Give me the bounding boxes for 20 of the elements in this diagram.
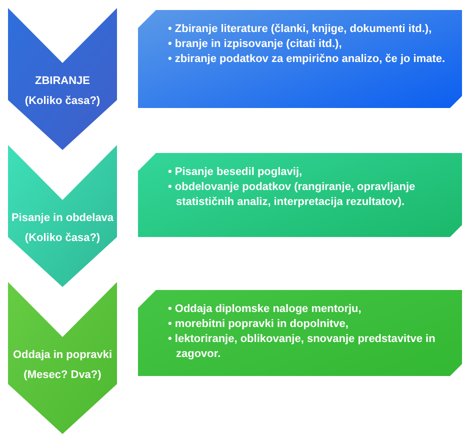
- task-text: • branje in izpisovanje (citati itd.),: [168, 37, 343, 52]
- step-label: ZBIRANJE: [34, 75, 90, 89]
- task-text: • zbiranje podatkov za empirično analizo, če jo imate.: [168, 52, 446, 67]
- task-text: • lektoriranje, oblikovanje, snovanje predstavitve in zagovor.: [168, 332, 436, 362]
- task-text: • Oddaja diplomske naloge mentorju,: [168, 302, 362, 317]
- step-label: Oddaja in popravki: [12, 349, 112, 363]
- task-text: • Zbiranje literature (članki, knjige, dokumenti itd.),: [168, 22, 433, 37]
- task-card: [138, 153, 462, 237]
- chevron-shape: [8, 145, 117, 287]
- task-card: [138, 10, 462, 108]
- task-text: • Pisanje besedil poglavij,: [168, 165, 304, 180]
- chevron-shape: [8, 8, 117, 150]
- step-label: (Koliko časa?): [24, 94, 100, 108]
- step-label: Pisanje in obdelava: [11, 212, 114, 226]
- task-card: [138, 290, 462, 376]
- step-label: (Koliko časa?): [24, 232, 100, 246]
- step-label: (Mesec? Dva?): [24, 368, 102, 382]
- task-text: • morebitni popravki in dopolnitve,: [168, 317, 350, 332]
- task-text: • obdelovanje podatkov (rangiranje, opravljanje statističnih analiz, interpretacija rezultatov).: [168, 180, 416, 210]
- chevron-shape: [8, 282, 117, 434]
